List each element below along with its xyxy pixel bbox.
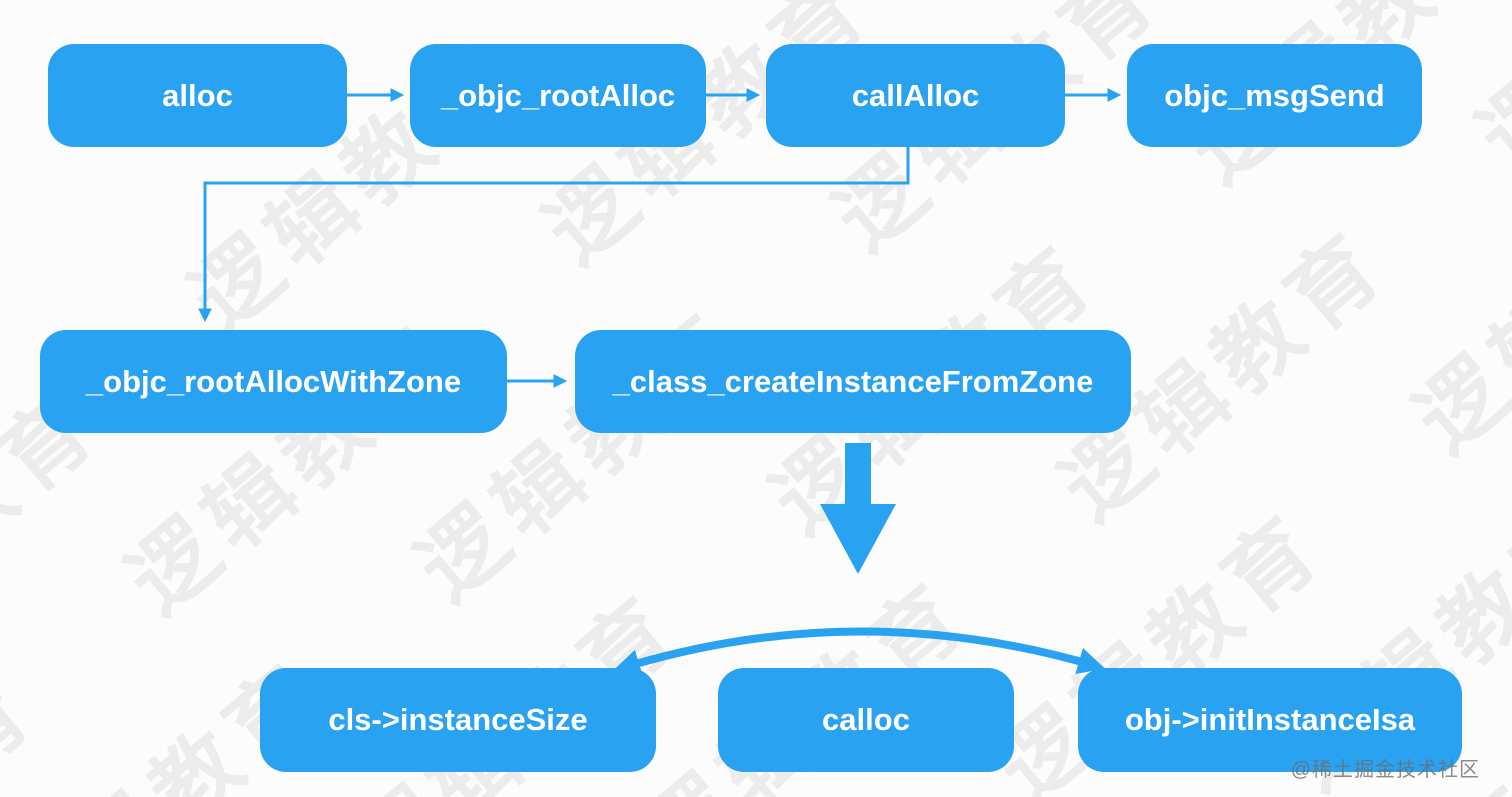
curved-double-arrow — [612, 627, 1106, 676]
node-callalloc: callAlloc — [766, 44, 1065, 147]
node-obj-initinstanceisa: obj->initInstanceIsa — [1078, 668, 1462, 772]
node-objc-rootallocwithzone: _objc_rootAllocWithZone — [40, 330, 507, 433]
elbow-arrow-callalloc-to-rootallocwithzone — [198, 147, 910, 323]
node-objc-msgsend: objc_msgSend — [1127, 44, 1422, 147]
node-class-createinstancefromzone: _class_createInstanceFromZone — [575, 330, 1131, 433]
thick-down-arrow — [820, 443, 896, 574]
node-alloc: alloc — [48, 44, 347, 147]
credit-watermark: @稀土掘金技术社区 — [1290, 759, 1480, 781]
node-calloc: calloc — [718, 668, 1014, 772]
node-cls-instancesize: cls->instanceSize — [260, 668, 656, 772]
node-objc-rootalloc: _objc_rootAlloc — [410, 44, 706, 147]
